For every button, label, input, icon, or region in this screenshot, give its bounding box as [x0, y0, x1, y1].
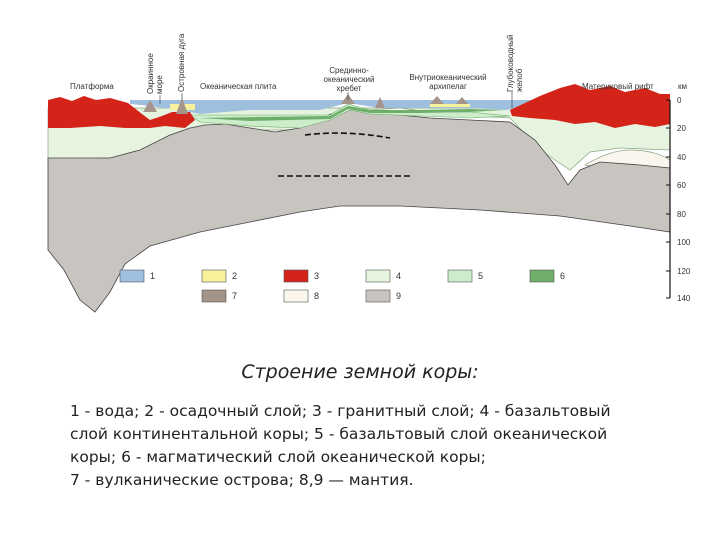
legend-swatch-1 [119, 269, 145, 283]
depth-tick-label: 0 [677, 96, 682, 105]
legend-swatch-3 [283, 269, 309, 283]
depth-tick-label: 120 [677, 267, 691, 276]
legend-line: 1 - вода; 2 - осадочный слой; 3 - гранит… [70, 402, 611, 420]
legend-number-5: 5 [478, 271, 484, 281]
depth-tick-label: 20 [677, 124, 686, 133]
label-trench-line1: Глубоководный [506, 34, 515, 92]
label-marginal-sea-line1: Окраинное [146, 53, 155, 94]
granite-layer [510, 84, 670, 128]
legend-line: коры; 6 - магматический слой океаническо… [70, 448, 486, 466]
label-trench-line2: желоб [515, 68, 524, 92]
depth-tick-label: 60 [677, 181, 686, 190]
legend-swatch-8 [283, 289, 309, 303]
legend-swatch-4 [365, 269, 391, 283]
label-archipelago-line1: Внутриокеанический [409, 73, 487, 82]
mantle-boundary-line [304, 132, 391, 139]
label-mid-ocean-ridge-line2: океанический [323, 75, 375, 84]
legend-line: 7 - вулканические острова; 8,9 — мантия. [70, 471, 414, 489]
legend-number-8: 8 [314, 291, 320, 301]
legend-swatch-7 [201, 289, 227, 303]
label-oceanic-plate: Океаническая плита [200, 82, 277, 91]
legend-number-3: 3 [314, 271, 320, 281]
label-marginal-sea-line2: море [155, 75, 164, 94]
depth-tick-label: 140 [677, 294, 691, 303]
granite-layer [48, 96, 195, 128]
volcanic-island [176, 98, 188, 114]
basalt-oceanic-layer [189, 103, 511, 129]
label-mid-ocean-ridge-line1: Срединно- [329, 66, 369, 75]
label-continental-rift: Материковый рифт [582, 82, 654, 91]
legend-line: слой континентальной коры; 5 - базальтов… [70, 425, 608, 443]
label-platform: Платформа [70, 82, 114, 91]
legend-swatch-5 [447, 269, 473, 283]
volcanic-island [456, 97, 468, 104]
depth-tick-label: 80 [677, 210, 686, 219]
legend-number-6: 6 [560, 271, 566, 281]
legend-number-4: 4 [396, 271, 402, 281]
volcanic-island [375, 97, 385, 108]
legend-number-2: 2 [232, 271, 238, 281]
earth-crust-diagram [47, 84, 671, 313]
depth-tick-label: 100 [677, 238, 691, 247]
legend-number-1: 1 [150, 271, 156, 281]
legend-number-7: 7 [232, 291, 238, 301]
sedimentary-layer [430, 104, 470, 107]
legend-description: 1 - вода; 2 - осадочный слой; 3 - гранит… [70, 400, 700, 492]
legend-swatch-2 [201, 269, 227, 283]
depth-unit: км [678, 82, 687, 91]
figure-caption: Строение земной коры: [241, 361, 479, 383]
label-archipelago-line2: архипелаг [429, 82, 467, 91]
legend-swatch-6 [529, 269, 555, 283]
legend-number-9: 9 [396, 291, 402, 301]
label-mid-ocean-ridge-line3: хребет [336, 84, 362, 93]
depth-tick-label: 40 [677, 153, 686, 162]
volcanic-island [430, 96, 444, 104]
label-island-arc: Островная дуга [177, 33, 186, 92]
magmatic-layer [200, 106, 505, 121]
legend-swatch-9 [365, 289, 391, 303]
mantle-layer-9 [47, 107, 671, 313]
volcanic-island [143, 100, 157, 112]
